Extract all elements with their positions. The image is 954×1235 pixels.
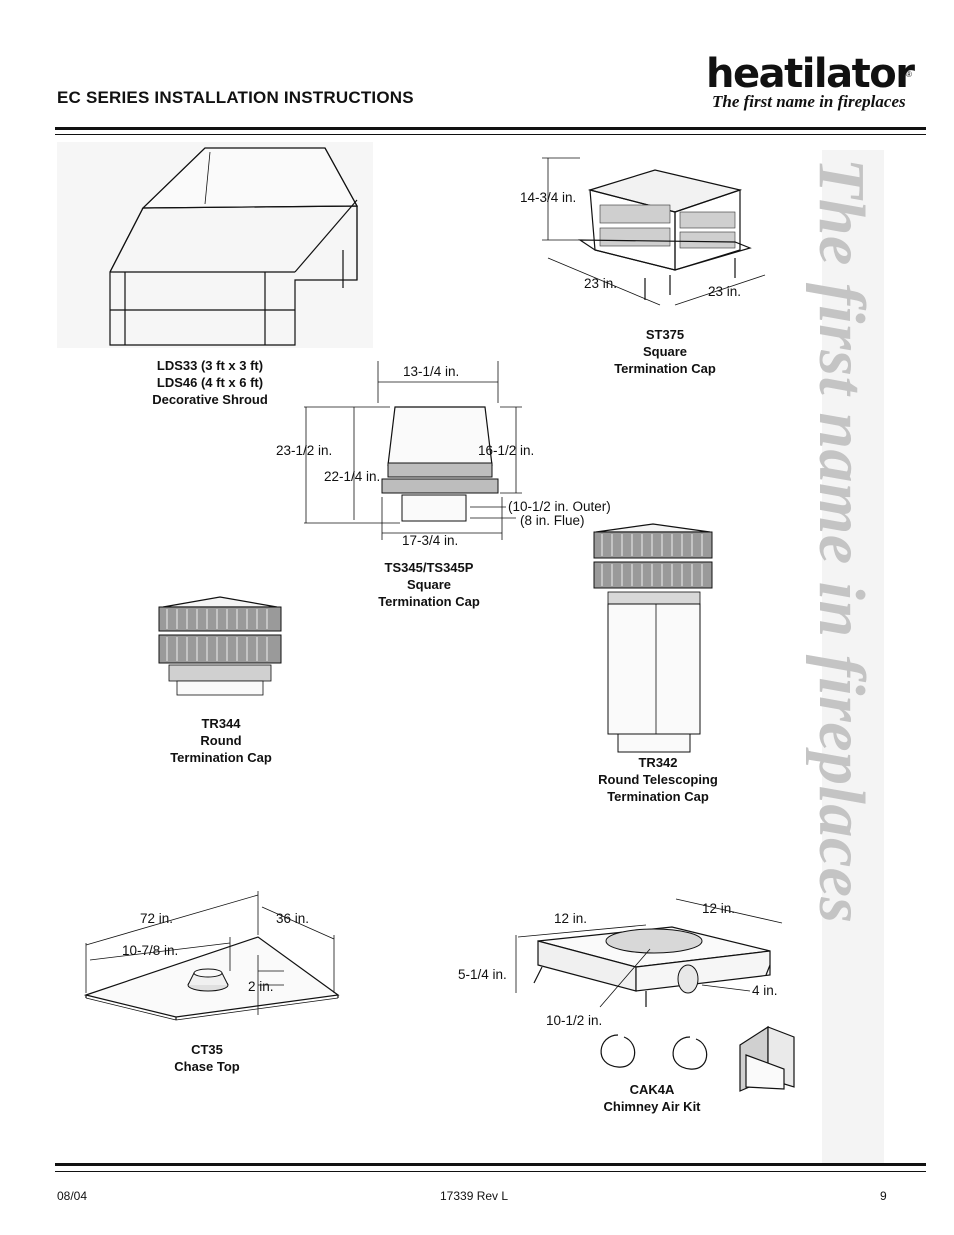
lds-caption: LDS33 (3 ft x 3 ft) LDS46 (4 ft x 6 ft) … [130,357,290,408]
logo-wordmark: heatilator [706,51,915,97]
tr344-caption-line: TR344 [201,716,241,731]
tr344-drawing [158,596,282,696]
heatilator-logo: heatilator ® The first name in fireplace… [706,52,916,114]
ct35-dim-length: 72 in. [140,911,173,926]
footer-doc-number: 17339 Rev L [440,1189,509,1203]
ct35-drawing: 72 in. 36 in. 10-7/8 in. 2 in. [83,891,340,1021]
st375-drawing: 14-3/4 in. 23 in. 23 in. [520,157,766,306]
ts345-dim-hood-height: 16-1/2 in. [478,443,534,458]
ts345-dim-inner-height: 22-1/4 in. [324,469,380,484]
ct35-caption-line: Chase Top [174,1059,240,1074]
ts345-caption: TS345/TS345P Square Termination Cap [359,559,499,610]
ts345-caption-line: Termination Cap [378,594,480,609]
tr342-caption-line: Round Telescoping [598,772,718,787]
ct35-caption: CT35 Chase Top [137,1041,277,1075]
cak4a-dim-width: 12 in. [702,901,735,916]
ts345-dim-outer: (10-1/2 in. Outer) [508,499,611,514]
ts345-drawing: 13-1/4 in. 23-1/2 in. 22-1/4 in. 16-1/2 … [276,361,611,548]
tr342-drawing [593,523,713,753]
cak4a-dim-outlet: 4 in. [752,983,778,998]
cak4a-caption-line: Chimney Air Kit [603,1099,701,1114]
cak4a-dim-height: 5-1/4 in. [458,967,507,982]
lds-shroud-drawing [57,142,373,348]
header-rule [55,127,926,130]
tr344-caption: TR344 Round Termination Cap [151,715,291,766]
ct35-dim-offset: 10-7/8 in. [122,943,178,958]
st375-caption-line: Termination Cap [614,361,716,376]
st375-caption-line: ST375 [645,327,685,342]
header-rule-thin [55,134,926,135]
cak4a-caption: CAK4A Chimney Air Kit [582,1081,722,1115]
st375-caption: ST375 Square Termination Cap [595,326,735,377]
lds-caption-line: Decorative Shroud [152,392,268,407]
logo-tagline: The first name in fireplaces [712,92,906,111]
footer-page-number: 9 [880,1189,887,1203]
registered-mark: ® [906,70,912,79]
ts345-caption-line: Square [406,577,452,592]
footer-date: 08/04 [57,1189,88,1203]
ts345-dim-base-width: 17-3/4 in. [402,533,458,548]
st375-caption-line: Square [642,344,688,359]
footer-rule-thin [55,1171,926,1172]
cak4a-drawing: 12 in. 12 in. 5-1/4 in. 4 in. 10-1/2 in. [458,898,795,1092]
page-title: EC SERIES INSTALLATION INSTRUCTIONS [57,88,414,107]
lds-caption-line: LDS33 (3 ft x 3 ft) [156,358,264,373]
st375-dim-width-a: 23 in. [584,276,617,291]
ct35-caption-line: CT35 [191,1042,223,1057]
cak4a-dim-opening: 10-1/2 in. [546,1013,602,1028]
lds-caption-line: LDS46 (4 ft x 6 ft) [156,375,264,390]
ct35-dim-width: 36 in. [276,911,309,926]
tr342-caption-line: Termination Cap [607,789,709,804]
tr342-caption: TR342 Round Telescoping Termination Cap [583,754,733,805]
tr344-caption-line: Termination Cap [170,750,272,765]
st375-dim-width-b: 23 in. [708,284,741,299]
ts345-dim-top-width: 13-1/4 in. [403,364,459,379]
footer-rule [55,1163,926,1166]
st375-dim-height: 14-3/4 in. [520,190,576,205]
cak4a-dim-depth: 12 in. [554,911,587,926]
cak4a-caption-line: CAK4A [629,1082,675,1097]
tr344-caption-line: Round [200,733,242,748]
ts345-dim-flue: (8 in. Flue) [520,513,585,528]
side-watermark: The first name in fireplaces [805,150,884,1164]
tr342-caption-line: TR342 [638,755,678,770]
ts345-caption-line: TS345/TS345P [384,560,474,575]
ct35-dim-collar: 2 in. [248,979,274,994]
ts345-dim-overall-height: 23-1/2 in. [276,443,332,458]
side-watermark-text: The first name in fireplaces [805,158,878,924]
